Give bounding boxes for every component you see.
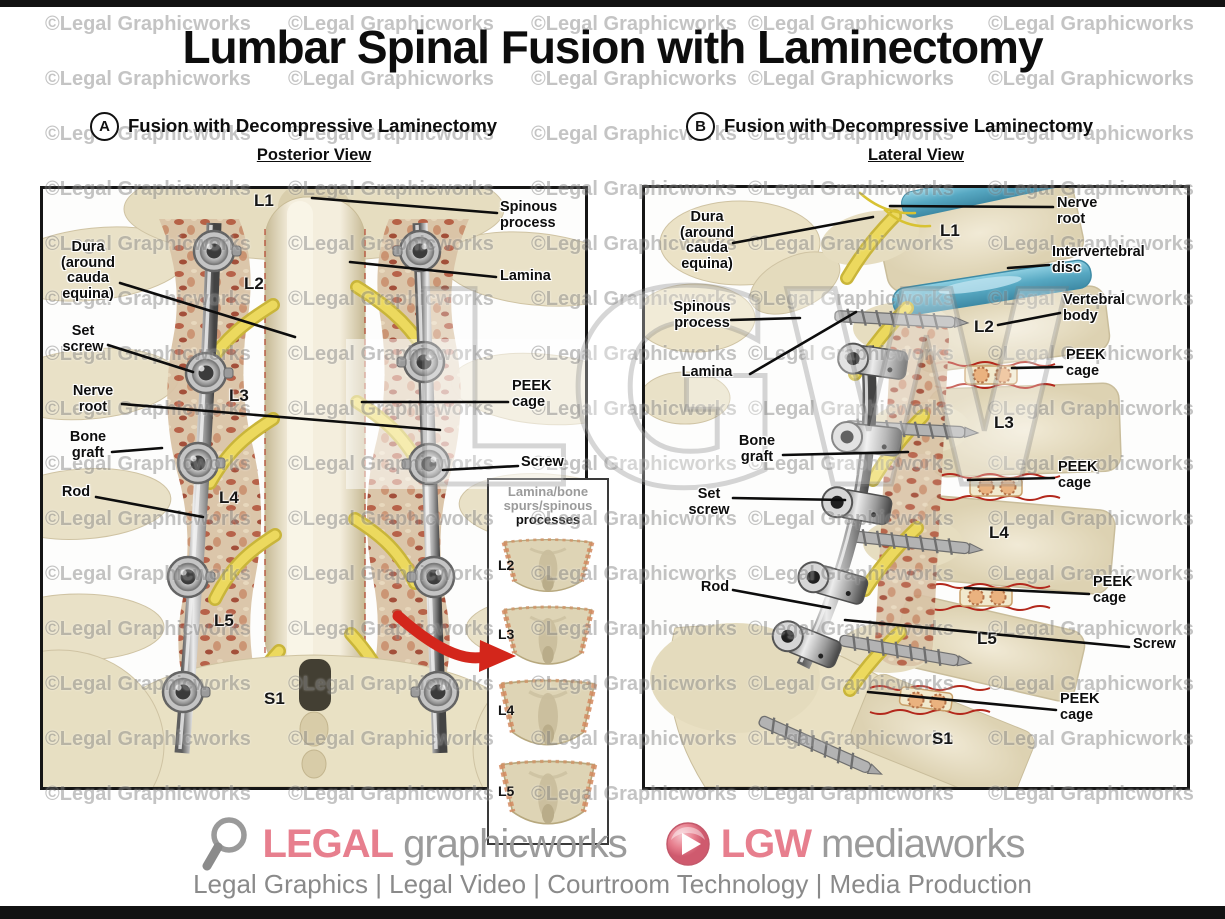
play-icon	[665, 822, 710, 866]
brand-mediaworks-text: mediaworks	[821, 822, 1025, 866]
panel-b-letter-badge: B	[686, 112, 715, 141]
brand-graphicworks-text: graphicworks	[403, 822, 628, 866]
specimen-label: L2	[498, 557, 515, 574]
lamina-specimen: L3	[489, 603, 607, 667]
top-border-bar	[0, 0, 1225, 7]
bottom-border-bar	[0, 906, 1225, 919]
lamina-specimen: L4	[489, 676, 607, 748]
specimen-label: L3	[498, 626, 515, 643]
page-title: Lumbar Spinal Fusion with Laminectomy	[182, 21, 1043, 73]
lamina-specimen: L5	[489, 757, 607, 827]
inset-caption-line: spurs/spinous	[503, 498, 593, 513]
inset-caption: Lamina/bone spurs/spinous processes	[489, 480, 607, 527]
brand-legal-text: LEGAL	[262, 822, 395, 866]
inset-caption-line: Lamina/bone	[507, 484, 589, 499]
panel-a-heading: Fusion with Decompressive Laminectomy	[128, 115, 498, 136]
brand-lgw-text: LGW	[720, 822, 812, 866]
panel-b-heading: Fusion with Decompressive Laminectomy	[724, 115, 1094, 136]
lgw-big-watermark: LGW	[397, 236, 1076, 548]
magnifier-icon	[202, 817, 247, 871]
lamina-specimen: L2	[489, 536, 607, 594]
panel-a-view-label: Posterior View	[256, 146, 372, 164]
services-tagline: Legal Graphics | Legal Video | Courtroom…	[193, 869, 1032, 899]
brand-footer: LEGAL graphicworks LGW mediaworks	[0, 816, 1225, 872]
specimen-label: L5	[498, 782, 515, 799]
inset-caption-line: processes	[515, 512, 581, 527]
panel-a-letter-badge: A	[90, 112, 119, 141]
panel-b-view-label: Lateral View	[868, 146, 964, 164]
specimen-label: L4	[498, 702, 515, 719]
